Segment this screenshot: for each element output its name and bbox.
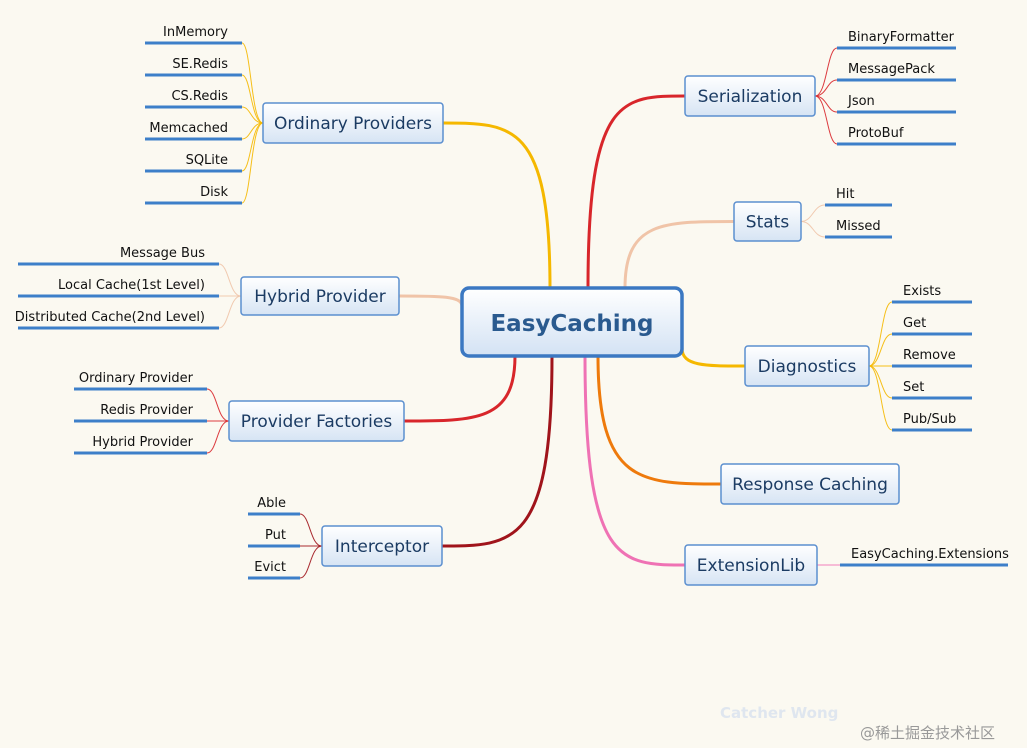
leaf-label[interactable]: Distributed Cache(2nd Level) <box>15 310 205 325</box>
leaf-label[interactable]: Hit <box>836 187 854 202</box>
connector-stats <box>623 220 736 290</box>
leaf-label[interactable]: ProtoBuf <box>848 126 904 141</box>
leaf-label[interactable]: Json <box>847 94 875 109</box>
leaf-connector <box>241 106 264 124</box>
leaf-label[interactable]: SQLite <box>186 153 228 168</box>
leaf-label[interactable]: Message Bus <box>120 246 205 261</box>
leaf-connector <box>868 365 893 399</box>
connector-extensionlib <box>583 354 687 567</box>
connector-interceptor <box>440 354 554 548</box>
branch-label: Interceptor <box>335 537 429 557</box>
branch-label: Diagnostics <box>758 357 857 377</box>
branch-box <box>321 525 443 567</box>
branch-box <box>720 463 900 505</box>
leaf-label[interactable]: Missed <box>836 219 881 234</box>
branch-box <box>262 102 444 144</box>
leaf-connector <box>814 95 838 145</box>
leaf-label[interactable]: Get <box>903 316 926 331</box>
leaf-label[interactable]: Exists <box>903 284 941 299</box>
leaf-label[interactable]: MessagePack <box>848 62 935 77</box>
leaf-label[interactable]: Disk <box>200 185 228 200</box>
leaf-label[interactable]: Pub/Sub <box>903 412 956 427</box>
leaf-connector <box>241 74 264 124</box>
leaf-label[interactable]: Set <box>903 380 924 395</box>
leaf-connector <box>206 420 230 454</box>
leaf-connector <box>299 513 323 547</box>
leaf-label[interactable]: Hybrid Provider <box>92 435 193 450</box>
central-label: EasyCaching <box>490 311 653 337</box>
leaf-label[interactable]: Local Cache(1st Level) <box>58 278 205 293</box>
branch-node-extensionlib[interactable]: ExtensionLib <box>684 544 818 586</box>
leaf-connector <box>241 122 264 204</box>
leaf-label[interactable]: EasyCaching.Extensions <box>851 547 1009 562</box>
branch-label: Ordinary Providers <box>274 114 432 134</box>
leaf-connector <box>206 388 230 422</box>
branch-node-serialization[interactable]: Serialization <box>684 75 816 117</box>
branch-box <box>684 75 816 117</box>
leaf-connector <box>868 301 893 367</box>
branch-label: ExtensionLib <box>697 556 805 576</box>
site-watermark: @稀土掘金技术社区 <box>860 724 995 742</box>
leaf-connector <box>299 545 323 579</box>
leaf-label[interactable]: Able <box>257 496 286 511</box>
connector-diagnostics <box>680 346 747 368</box>
leaf-connector <box>868 365 893 431</box>
branch-label: Stats <box>746 213 790 233</box>
leaf-label[interactable]: Redis Provider <box>100 403 193 418</box>
branch-node-stats[interactable]: Stats <box>733 201 802 242</box>
branch-node-response-caching[interactable]: Response Caching <box>720 463 900 505</box>
leaf-label[interactable]: Put <box>265 528 286 543</box>
branch-label: Serialization <box>698 87 803 107</box>
connector-response-caching <box>596 354 723 486</box>
branch-node-hybrid-provider[interactable]: Hybrid Provider <box>240 276 400 316</box>
leaf-connector <box>800 204 826 222</box>
branch-node-diagnostics[interactable]: Diagnostics <box>744 345 870 387</box>
leaf-label[interactable]: CS.Redis <box>171 89 228 104</box>
central-node[interactable]: EasyCaching <box>460 286 684 358</box>
branch-node-provider-factories[interactable]: Provider Factories <box>228 400 405 442</box>
leaf-connector <box>814 79 838 97</box>
leaf-label[interactable]: BinaryFormatter <box>848 30 955 45</box>
leaf-connector <box>814 47 838 97</box>
leaf-connector <box>814 95 838 113</box>
leaf-connector <box>868 333 893 367</box>
connector-hybrid-provider <box>397 294 464 308</box>
leaf-connector <box>800 221 826 238</box>
leaf-label[interactable]: SE.Redis <box>172 57 228 72</box>
branch-label: Hybrid Provider <box>254 287 386 307</box>
branch-box <box>240 276 400 316</box>
branch-box <box>733 201 802 242</box>
leaf-connector <box>218 295 242 329</box>
connector-provider-factories <box>402 354 517 423</box>
branch-node-ordinary-providers[interactable]: Ordinary Providers <box>262 102 444 144</box>
leaf-label[interactable]: Remove <box>903 348 956 363</box>
branch-box <box>684 544 818 586</box>
leaf-label[interactable]: Evict <box>254 560 286 575</box>
branch-box <box>228 400 405 442</box>
leaf-label[interactable]: Ordinary Provider <box>79 371 194 386</box>
branch-label: Provider Factories <box>241 412 393 432</box>
leaf-connector <box>241 42 264 124</box>
author-watermark: Catcher Wong <box>720 704 838 722</box>
connector-ordinary-providers <box>441 121 552 290</box>
leaf-label[interactable]: InMemory <box>163 25 228 40</box>
leaves-ordinary-providers: InMemorySE.RedisCS.RedisMemcachedSQLiteD… <box>145 25 264 205</box>
connector-serialization <box>586 94 687 290</box>
leaves-extensionlib: EasyCaching.Extensions <box>816 547 1009 567</box>
branch-label: Response Caching <box>732 475 888 495</box>
leaf-label[interactable]: Memcached <box>149 121 228 136</box>
branch-node-interceptor[interactable]: Interceptor <box>321 525 443 567</box>
leaf-connector <box>218 263 242 297</box>
branch-box <box>744 345 870 387</box>
